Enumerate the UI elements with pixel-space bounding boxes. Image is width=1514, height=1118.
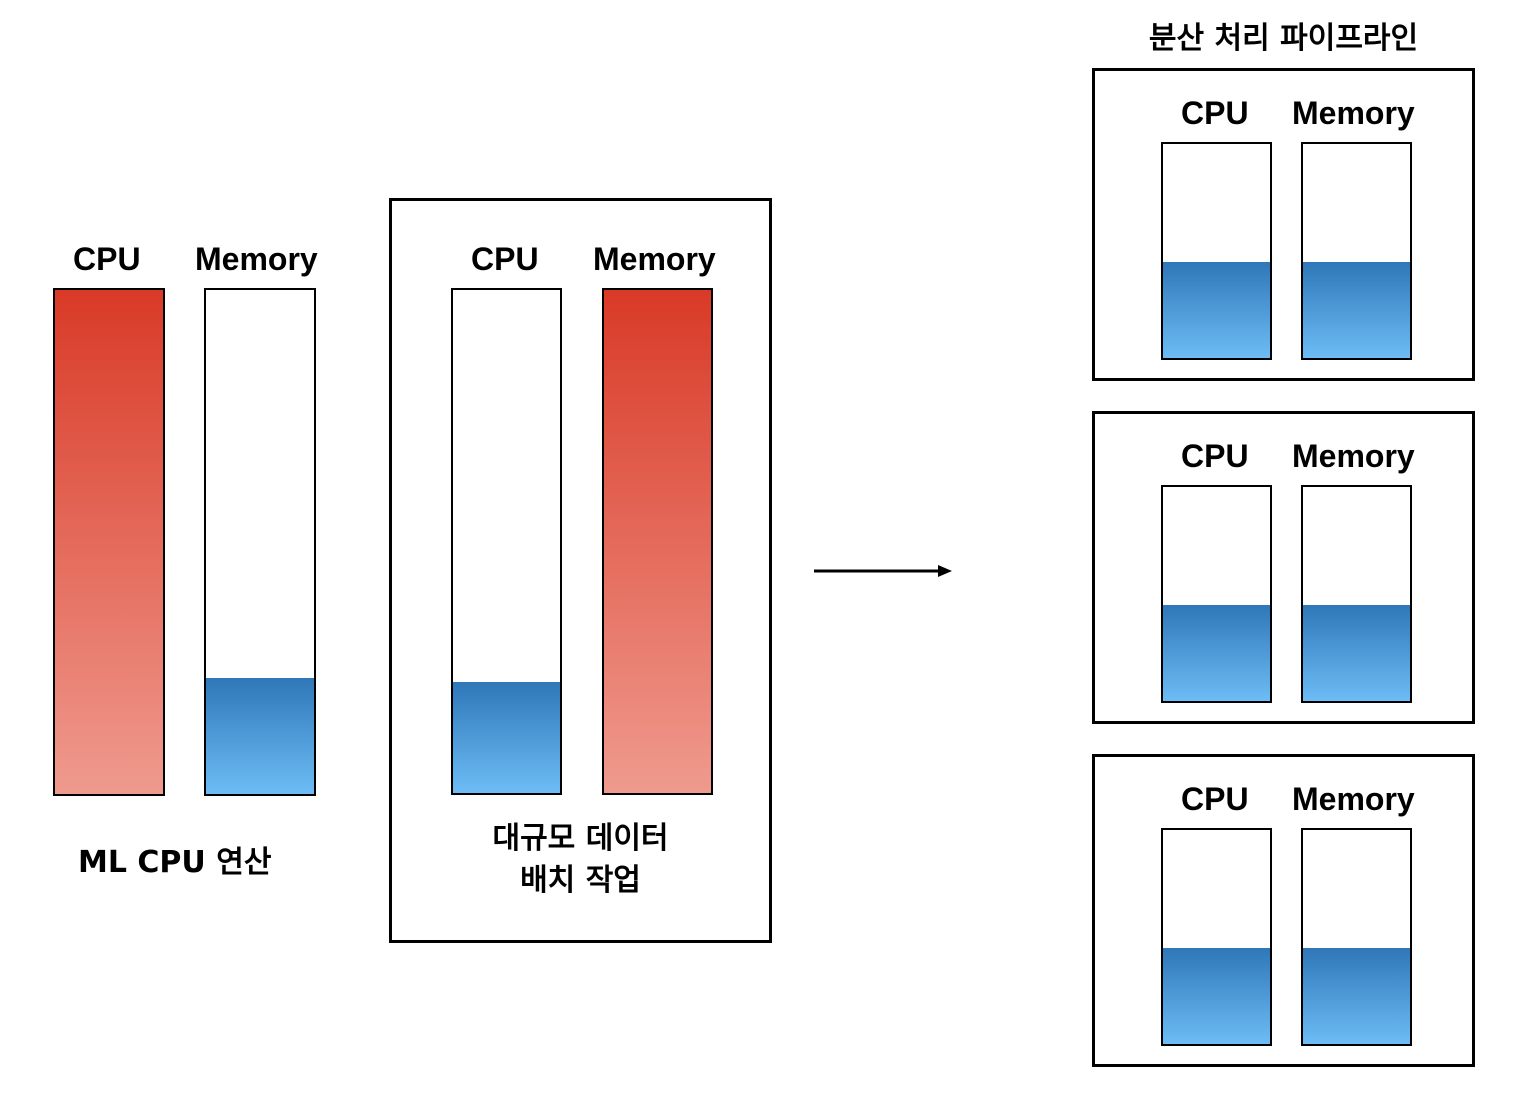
cpu-label: CPU xyxy=(1181,95,1249,131)
node-box xyxy=(1092,68,1475,381)
cpu-label: CPU xyxy=(471,241,539,277)
batch-caption-line2: 배치 작업 xyxy=(520,863,641,898)
memory-gauge xyxy=(602,288,713,795)
memory-gauge-fill xyxy=(1303,604,1410,701)
memory-gauge-fill xyxy=(604,290,711,793)
arrow-right-icon xyxy=(814,565,952,577)
node-box xyxy=(1092,411,1475,724)
memory-label: Memory xyxy=(1292,95,1415,131)
cpu-gauge-fill xyxy=(453,682,560,793)
memory-gauge xyxy=(1301,828,1412,1046)
memory-label: Memory xyxy=(593,241,716,277)
memory-gauge-fill xyxy=(206,678,314,794)
batch-caption-line1: 대규모 데이터 xyxy=(492,821,669,856)
cpu-label: CPU xyxy=(1181,438,1249,474)
memory-gauge xyxy=(1301,485,1412,703)
cpu-gauge xyxy=(451,288,562,795)
cpu-gauge-fill xyxy=(55,290,163,794)
cpu-gauge xyxy=(1161,485,1272,703)
batch-machine-box xyxy=(389,198,772,943)
memory-label: Memory xyxy=(1292,781,1415,817)
cpu-label: CPU xyxy=(73,241,141,277)
batch-caption: 대규모 데이터 배치 작업 xyxy=(389,818,772,902)
memory-label: Memory xyxy=(195,241,318,277)
memory-gauge xyxy=(1301,142,1412,360)
cpu-gauge xyxy=(53,288,165,796)
ml-cpu-caption: ML CPU 연산 xyxy=(78,845,272,880)
cpu-gauge-fill xyxy=(1163,947,1270,1044)
pipeline-title: 분산 처리 파이프라인 xyxy=(1148,21,1419,56)
cpu-gauge-fill xyxy=(1163,604,1270,701)
cpu-label: CPU xyxy=(1181,781,1249,817)
cpu-gauge xyxy=(1161,142,1272,360)
memory-gauge-fill xyxy=(1303,947,1410,1044)
memory-gauge-fill xyxy=(1303,261,1410,358)
cpu-gauge xyxy=(1161,828,1272,1046)
memory-gauge xyxy=(204,288,316,796)
node-box xyxy=(1092,754,1475,1067)
cpu-gauge-fill xyxy=(1163,261,1270,358)
memory-label: Memory xyxy=(1292,438,1415,474)
